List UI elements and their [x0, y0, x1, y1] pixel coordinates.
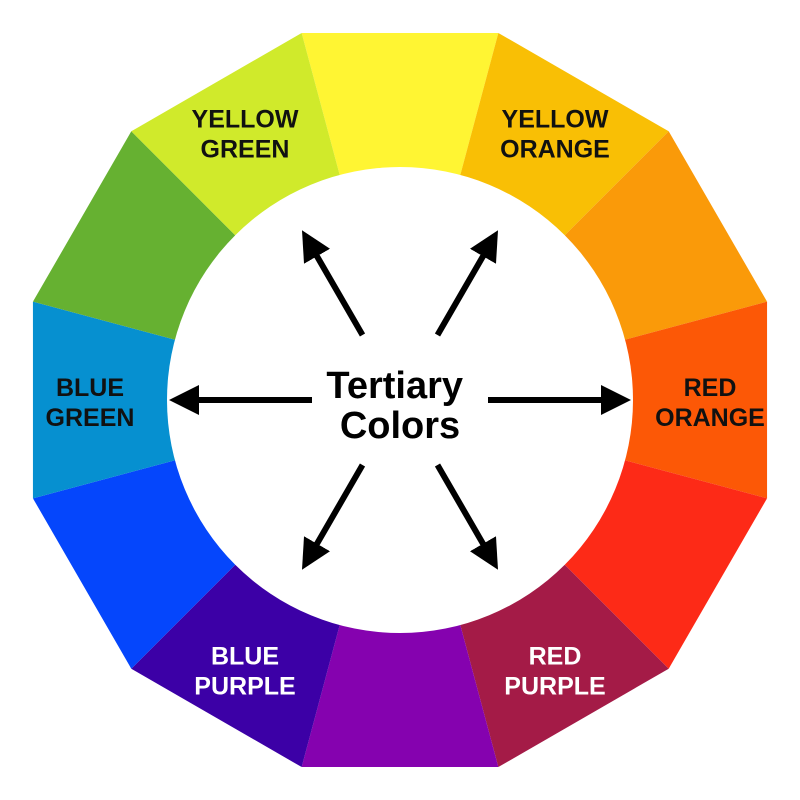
arrow-to-yellow-orange	[434, 230, 499, 337]
inner-white-disc	[167, 167, 633, 633]
segment-label-line1: RED	[529, 643, 582, 671]
segment-label-line2: PURPLE	[504, 673, 605, 701]
arrow-to-blue-purple	[301, 463, 366, 570]
segment-label-line2: ORANGE	[655, 404, 765, 432]
segment-label-line1: YELLOW	[192, 106, 299, 134]
segment-label-line2: ORANGE	[500, 136, 610, 164]
center-title-line2: Colors	[340, 405, 460, 447]
segment-label-line1: BLUE	[56, 374, 124, 402]
segment-label-line2: GREEN	[46, 404, 135, 432]
arrow-to-yellow-green	[301, 230, 366, 337]
segment-label-line1: RED	[684, 374, 737, 402]
segment-label-line1: YELLOW	[502, 106, 609, 134]
center-title: Tertiary Colors	[326, 365, 473, 447]
segment-label-line2: GREEN	[201, 136, 290, 164]
center-title-line1: Tertiary	[326, 365, 463, 407]
arrow-to-red-purple	[434, 463, 499, 570]
arrows	[169, 230, 631, 570]
segment-label-line1: BLUE	[211, 643, 279, 671]
segment-label-line2: PURPLE	[194, 673, 295, 701]
